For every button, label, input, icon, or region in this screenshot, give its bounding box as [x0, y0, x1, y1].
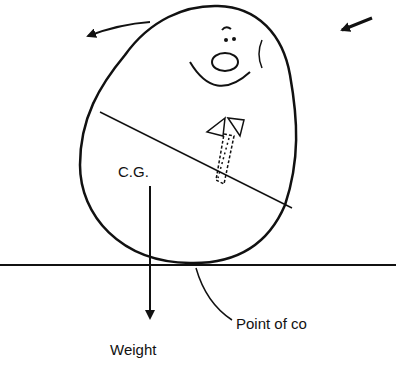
cg-label: C.G. [118, 164, 149, 181]
ear [259, 40, 262, 68]
leader-line [196, 268, 232, 320]
weight-label: Weight [110, 342, 156, 359]
motion-arrow [342, 18, 372, 30]
tie [216, 134, 234, 184]
tie-stripe [218, 138, 229, 178]
eye [232, 37, 236, 41]
eyebrow [222, 27, 231, 30]
collar [207, 118, 244, 136]
contact-label: Point of co [236, 316, 307, 333]
ground-line [0, 264, 396, 266]
weight-arrow [149, 186, 151, 318]
motion-arrow [88, 22, 150, 36]
body-outline [80, 6, 296, 263]
eye [224, 38, 228, 42]
nose [212, 53, 238, 71]
body-divider [100, 112, 292, 208]
smile [190, 62, 250, 86]
